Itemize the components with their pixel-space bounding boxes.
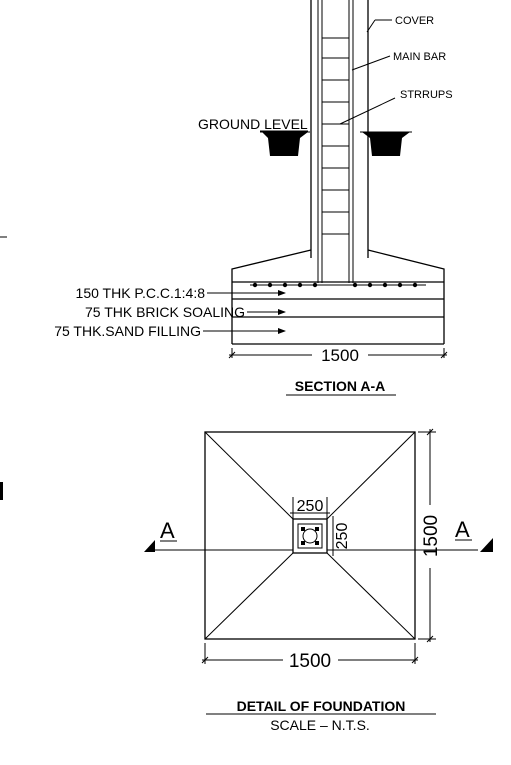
edge-fragment-bottom <box>0 482 3 500</box>
dim-plan-depth: 1500 <box>421 515 442 557</box>
dim-column-depth: 250 <box>334 523 351 550</box>
label-stirrups: STRRUPS <box>400 89 453 101</box>
plan-dimr-tick-bottom <box>426 635 434 643</box>
diag-tr <box>326 431 416 520</box>
dim-column-width: 250 <box>297 498 324 515</box>
column-plan-bars <box>302 528 318 544</box>
bar-tl <box>301 527 305 531</box>
dim-plan-width: 1500 <box>289 651 331 672</box>
label-sand: 75 THK.SAND FILLING <box>54 323 201 339</box>
plan-title: DETAIL OF FOUNDATION <box>237 698 406 714</box>
diag-br <box>326 552 416 640</box>
section-mark-left: A <box>160 518 175 543</box>
label-cover: COVER <box>395 15 434 27</box>
label-ground-level: GROUND LEVEL <box>198 116 308 132</box>
stirrups <box>322 37 349 235</box>
section-arrow-left <box>144 540 155 552</box>
diag-tl <box>204 431 294 520</box>
leader-main-bar <box>351 55 391 71</box>
column-plan-stirrup <box>297 523 323 549</box>
section-mark-right: A <box>455 517 470 542</box>
plan-dim-tick-left <box>201 656 209 664</box>
footing-outline <box>204 431 416 640</box>
bar-tr <box>315 527 319 531</box>
section-title: SECTION A-A <box>295 378 385 394</box>
diag-bl <box>204 552 294 640</box>
label-brick: 75 THK BRICK SOALING <box>85 304 245 320</box>
dim-tick-right <box>440 351 448 359</box>
bar-bl <box>301 541 305 545</box>
section-arrow-right <box>480 538 493 552</box>
section-a-a: 150 THK P.C.C.1:4:8 75 THK BRICK SOALING… <box>54 0 453 396</box>
leader-stirrups <box>339 97 396 125</box>
bar-br <box>315 541 319 545</box>
plan-dim-tick-right <box>411 656 419 664</box>
ground-hatch-left <box>262 132 308 156</box>
leader-cover <box>366 19 376 33</box>
plan-scale: SCALE – N.T.S. <box>270 717 370 733</box>
foundation-plan: A A 250 250 1500 1500 DETAIL OF FOUNDATI… <box>144 428 493 733</box>
dim-section-width: 1500 <box>321 346 359 365</box>
dim-tick-left <box>228 351 236 359</box>
column-plan-outer <box>292 518 328 554</box>
label-main-bar: MAIN BAR <box>393 51 446 63</box>
footing-slope <box>231 249 445 282</box>
plan-dimr-tick-top <box>426 428 434 436</box>
ground-hatch-right <box>362 132 410 156</box>
label-pcc: 150 THK P.C.C.1:4:8 <box>76 285 206 301</box>
footing-rebar-dots <box>252 282 418 288</box>
